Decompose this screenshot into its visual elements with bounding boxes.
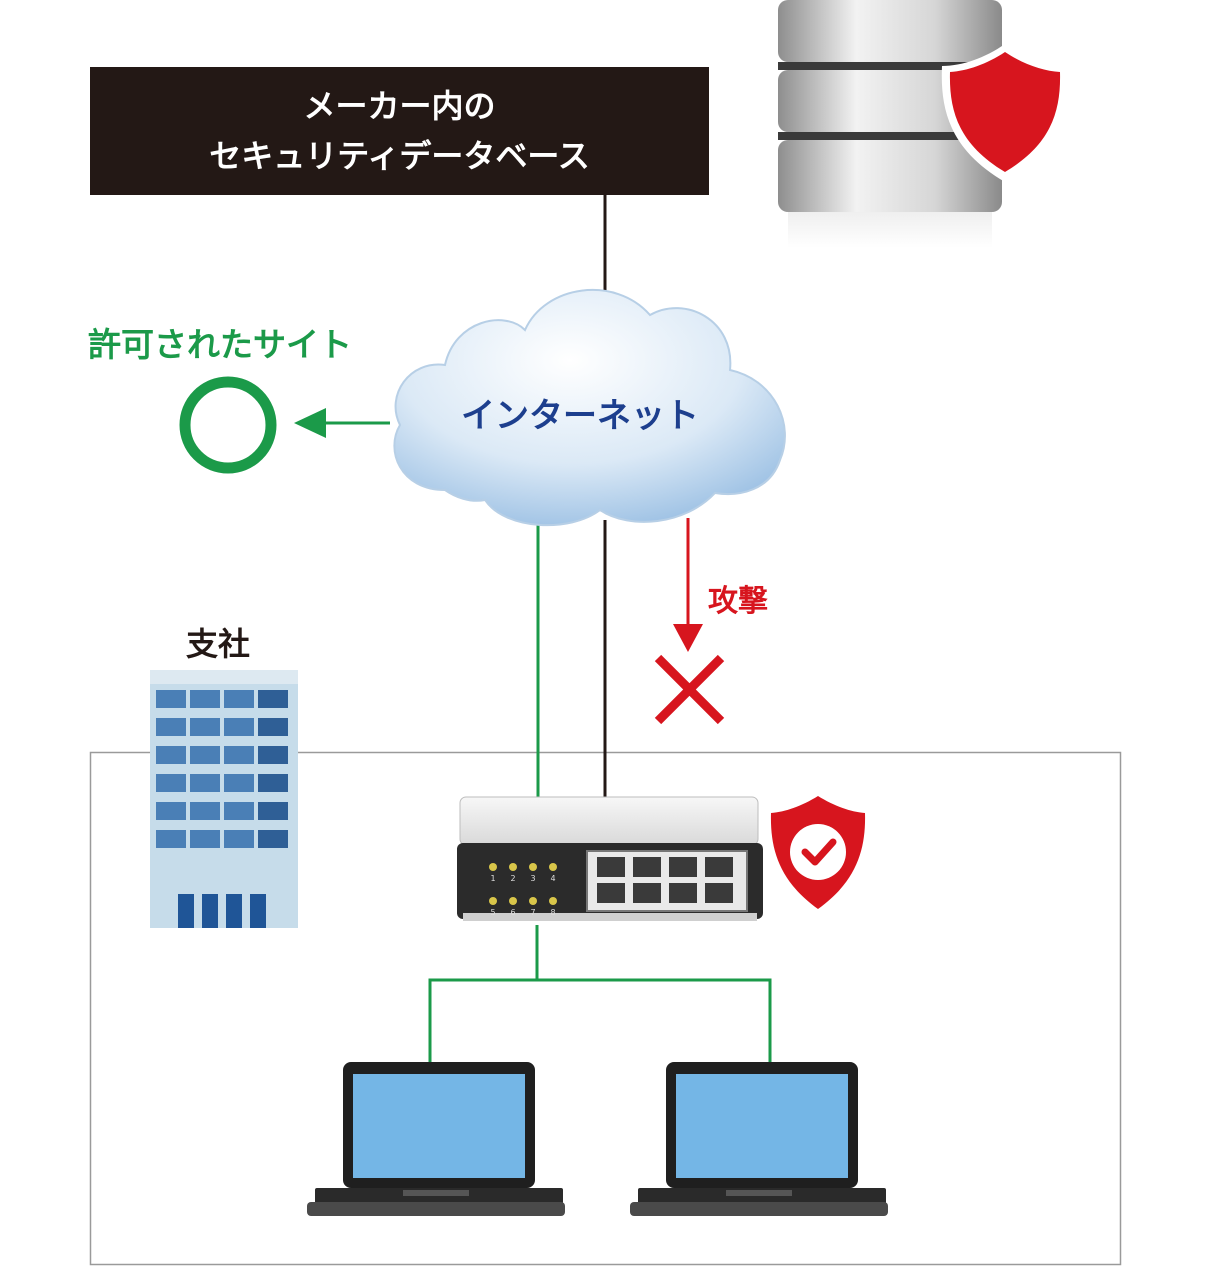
- building-window: [190, 802, 220, 820]
- port-number: 3: [530, 874, 535, 883]
- building-window: [258, 802, 288, 820]
- attack-arrow-head: [673, 624, 703, 652]
- ethernet-port: [597, 883, 625, 903]
- office-building-icon: [150, 670, 298, 928]
- building-window: [156, 830, 186, 848]
- building-window: [224, 746, 254, 764]
- building-window: [258, 830, 288, 848]
- building-window: [258, 690, 288, 708]
- port-number: 5: [490, 908, 495, 917]
- building-window: [190, 774, 220, 792]
- port-led: [549, 863, 557, 871]
- internet-label: インターネット: [461, 396, 699, 436]
- ethernet-port: [705, 883, 733, 903]
- port-led: [529, 897, 537, 905]
- building-window: [224, 774, 254, 792]
- ethernet-port: [633, 883, 661, 903]
- cross-block-icon: [654, 654, 725, 725]
- port-led: [529, 863, 537, 871]
- database-server-icon: [778, 0, 1069, 248]
- port-number: 7: [530, 908, 535, 917]
- ethernet-port: [633, 857, 661, 877]
- building-window: [190, 690, 220, 708]
- port-number: 6: [510, 908, 515, 917]
- port-number: 8: [550, 908, 555, 917]
- building-window: [224, 690, 254, 708]
- building-window: [258, 718, 288, 736]
- building-window: [190, 830, 220, 848]
- port-led: [509, 897, 517, 905]
- building-window: [190, 746, 220, 764]
- building-window: [156, 774, 186, 792]
- port-led: [509, 863, 517, 871]
- building-window: [224, 718, 254, 736]
- building-window: [224, 830, 254, 848]
- building-window: [258, 746, 288, 764]
- security-database-label-line1: メーカー内の: [303, 87, 496, 125]
- building-window: [156, 718, 186, 736]
- port-led: [489, 863, 497, 871]
- ethernet-port: [669, 883, 697, 903]
- attack-label: 攻撃: [708, 584, 768, 619]
- port-led: [489, 897, 497, 905]
- cloud-icon: [393, 288, 786, 527]
- port-number: 1: [490, 874, 495, 883]
- allowed-arrow-head: [294, 408, 326, 438]
- building-window: [156, 802, 186, 820]
- ethernet-port: [597, 857, 625, 877]
- branch-office-label: 支社: [186, 625, 251, 663]
- port-led: [549, 897, 557, 905]
- building-window: [156, 746, 186, 764]
- shield-check-icon: [763, 788, 873, 918]
- building-window: [190, 718, 220, 736]
- allowed-site-label: 許可されたサイト: [88, 325, 352, 364]
- ethernet-port: [669, 857, 697, 877]
- port-number: 4: [550, 874, 555, 883]
- security-database-label-line2: セキュリティデータベース: [209, 137, 590, 175]
- building-window: [258, 774, 288, 792]
- security-database-label-box: メーカー内の セキュリティデータベース: [90, 67, 709, 195]
- building-window: [156, 690, 186, 708]
- network-appliance-icon: 1 2 3 4 5 6 7 8: [457, 796, 763, 921]
- laptop-icon: [307, 1062, 565, 1216]
- ethernet-port: [705, 857, 733, 877]
- circle-ok-icon: [179, 376, 277, 474]
- laptop-icon: [630, 1062, 888, 1216]
- port-number: 2: [510, 874, 515, 883]
- building-window: [224, 802, 254, 820]
- shield-icon: [941, 44, 1069, 182]
- lan-line-branches: [428, 978, 772, 1066]
